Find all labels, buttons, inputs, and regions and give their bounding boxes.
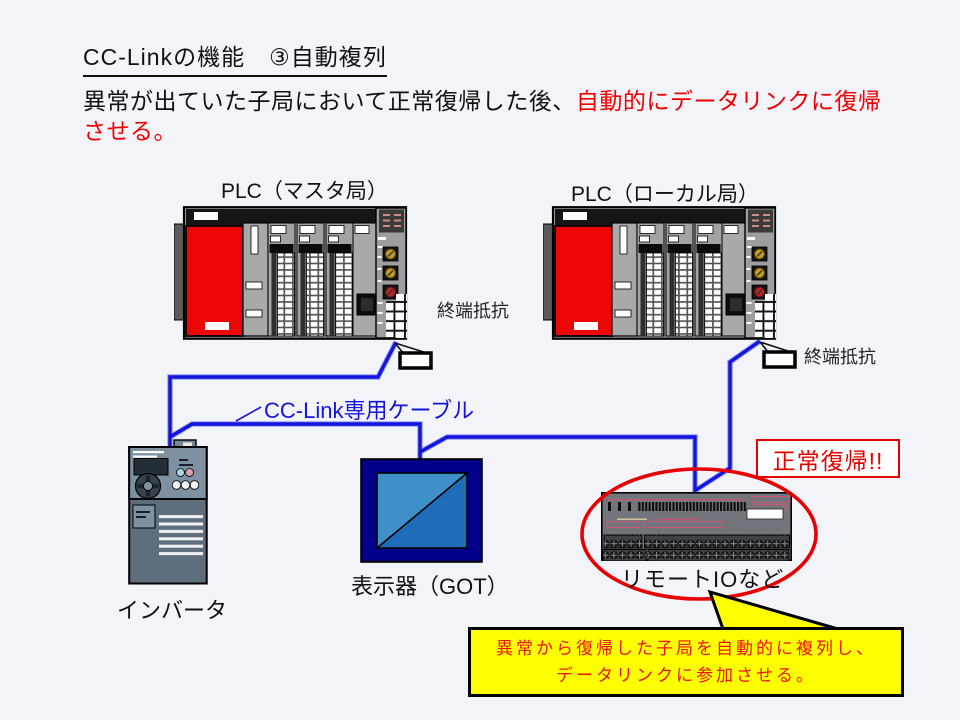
remote-io-device xyxy=(601,492,792,561)
inverter-device xyxy=(129,440,207,584)
remote-io-label: リモートIOなど xyxy=(621,567,785,592)
description-text: 異常が出ていた子局において正常復帰した後、自動的にデータリンクに復帰させる。 xyxy=(83,86,895,146)
recovery-highlight-ellipse xyxy=(580,467,818,601)
terminating-resistor-right xyxy=(759,341,797,369)
recovery-status-text: 正常復帰!! xyxy=(772,447,884,474)
callout-line1: 異常から復帰した子局を自動的に複列し、 xyxy=(496,639,876,658)
description-black-part: 異常が出ていた子局において正常復帰した後、 xyxy=(83,88,576,114)
plc-master-label: PLC（マスタ局） xyxy=(221,180,388,203)
recovery-status-badge: 正常復帰!! xyxy=(756,439,900,478)
cc-link-cable-label: CC-Link専用ケーブル xyxy=(264,398,475,423)
callout-pointer xyxy=(707,589,839,631)
got-label: 表示器（GOT） xyxy=(351,574,509,599)
cable-inverter-to-got xyxy=(169,422,422,460)
page-title: CC-Linkの機能 ③自動複列 xyxy=(83,38,387,77)
terminating-resistor-right-label: 終端抵抗 xyxy=(804,347,876,367)
cable-got-to-remoteio xyxy=(419,435,697,493)
terminating-resistor-left xyxy=(394,342,433,370)
cable-plc1-to-inverter xyxy=(168,341,398,450)
plc-master-device xyxy=(174,206,408,340)
cc-link-cables xyxy=(167,338,762,493)
explanation-callout: 異常から復帰した子局を自動的に複列し、 データリンクに参加させる。 xyxy=(468,627,904,697)
plc-local-label: PLC（ローカル局） xyxy=(571,183,759,206)
callout-line2: データリンクに参加させる。 xyxy=(556,666,816,685)
plc-local-device xyxy=(543,206,777,340)
inverter-label: インバータ xyxy=(117,598,228,623)
description-red-part: 自動的にデータリンクに復帰させる。 xyxy=(83,88,882,144)
cable-label-pointer xyxy=(235,406,262,422)
terminating-resistor-left-label: 終端抵抗 xyxy=(437,301,509,321)
got-display-device xyxy=(360,458,483,563)
cable-plc2-to-remoteio xyxy=(695,339,761,492)
